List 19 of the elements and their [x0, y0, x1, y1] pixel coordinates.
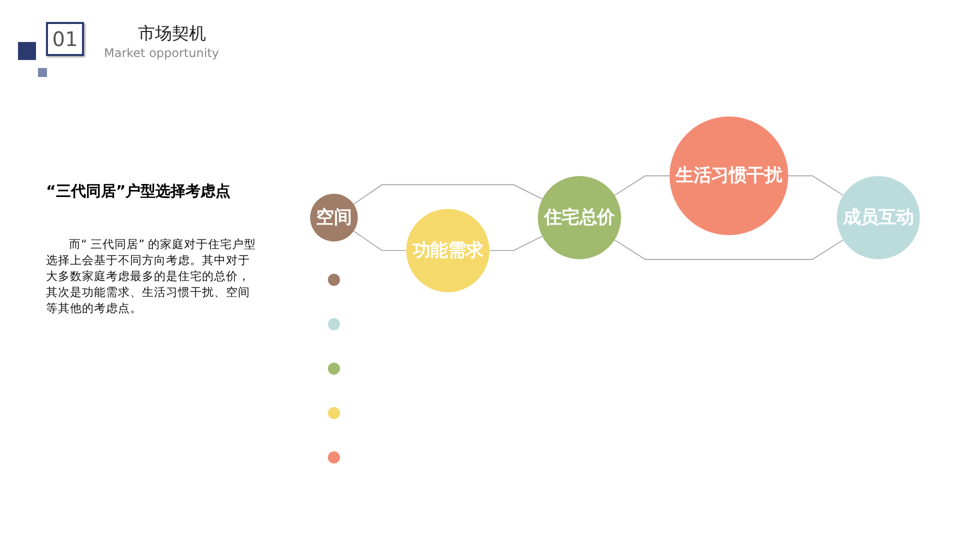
connector: [489, 236, 543, 251]
connector: [788, 175, 844, 196]
connector: [614, 240, 844, 260]
node-circle: 成员互动: [836, 176, 920, 260]
connector: [353, 230, 407, 251]
body-paragraph: 而“ 三代同居” 的家庭对于住宅户型选择上会基于不同方向考虑。其中对于大多数家庭考虑最多的是住宅的总价，其次是功能需求、生活习惯干扰、空间等其他的考虑点。: [46, 236, 258, 316]
section-heading: “三代同居”户型选择考虑点: [46, 182, 232, 201]
node-circle: 功能需求: [406, 208, 490, 292]
connector: [353, 184, 543, 205]
connector: [614, 175, 670, 196]
node-circle: [328, 407, 340, 420]
node-circle: [328, 451, 340, 464]
node-circle: [328, 318, 340, 330]
node-circle: [328, 274, 340, 286]
section-number: 01: [46, 22, 84, 56]
node-circle: 空间: [310, 194, 358, 242]
node-circle: [328, 362, 340, 375]
slide-subtitle: Market opportunity: [104, 46, 219, 60]
slide-title: 市场契机: [138, 23, 206, 45]
